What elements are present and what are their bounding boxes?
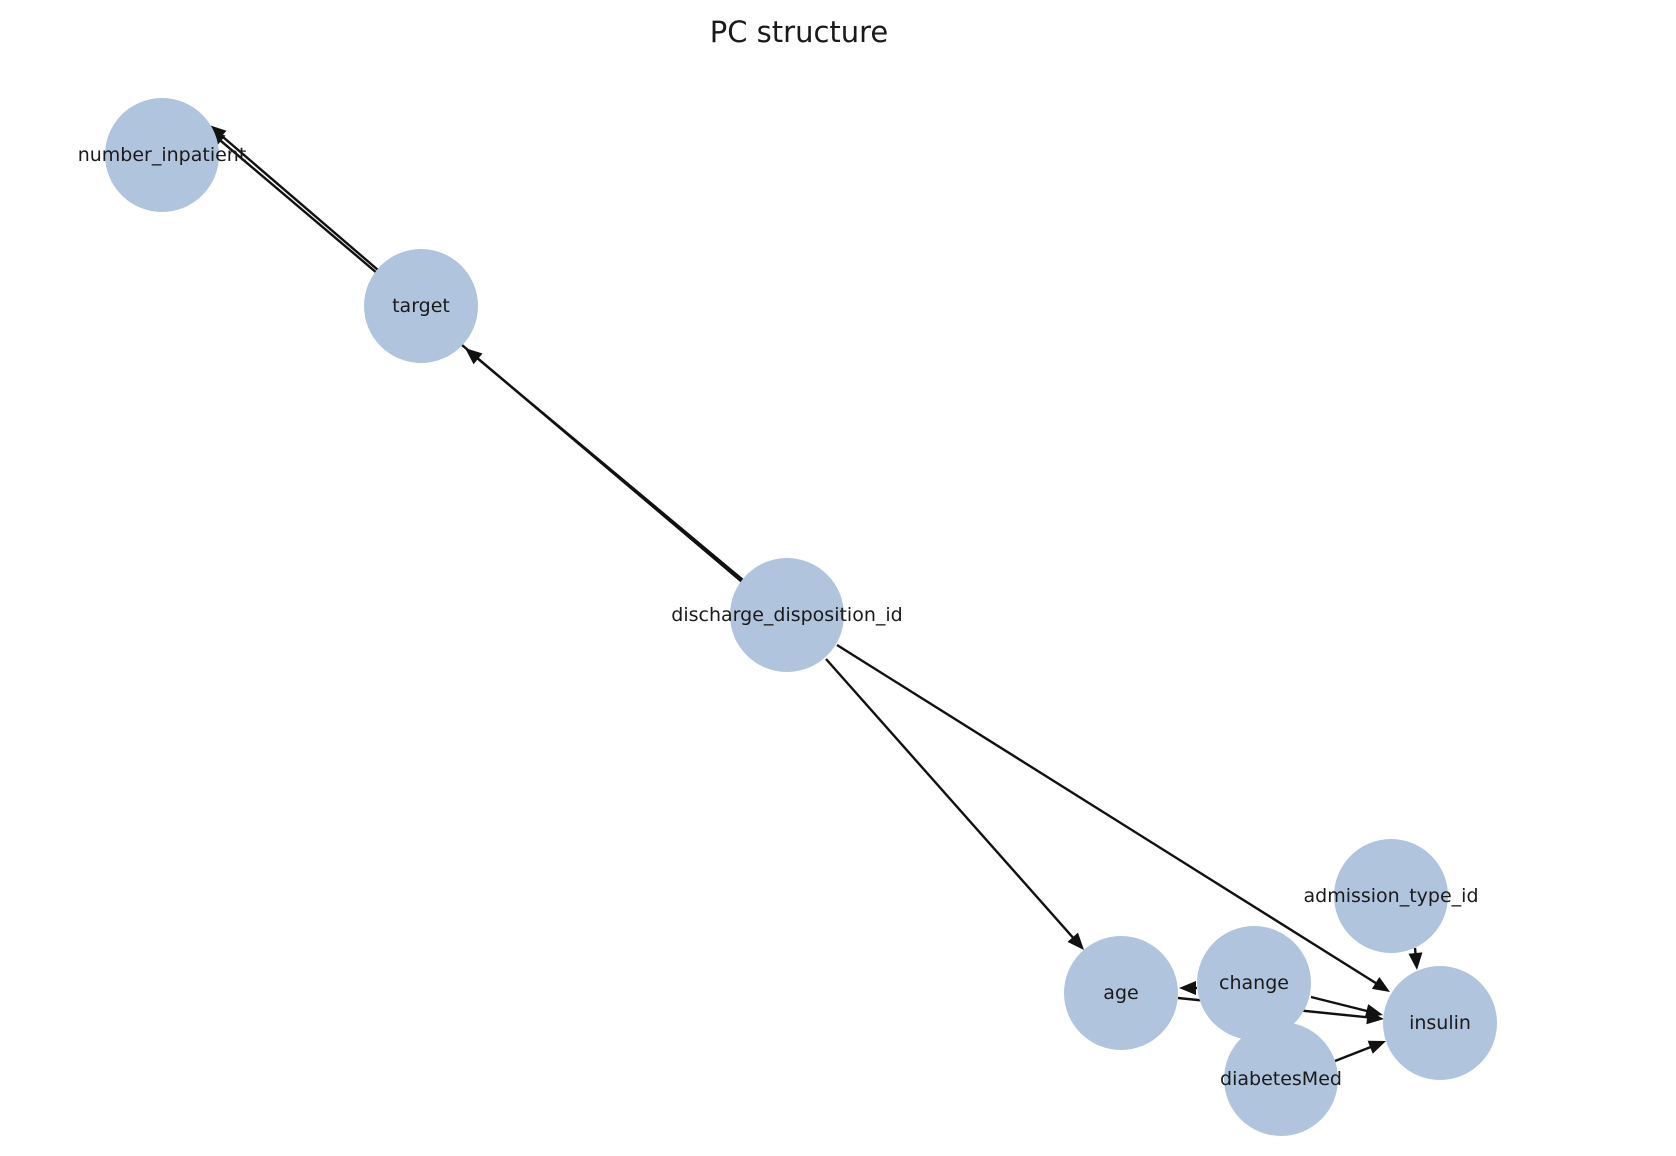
node-label: diabetesMed	[1220, 1068, 1342, 1090]
node-circle	[1224, 1022, 1338, 1136]
edge-discharge_disposition_id-to-target	[465, 348, 744, 581]
graph-title: PC structure	[710, 15, 889, 49]
edge-arrowhead	[1408, 952, 1423, 970]
node-label: number_inpatient	[78, 144, 247, 166]
edge-line	[836, 643, 1378, 986]
edge-line	[1334, 1045, 1373, 1063]
edge-line	[825, 658, 1075, 940]
node-label: admission_type_id	[1303, 885, 1478, 907]
node-circle	[1383, 966, 1497, 1080]
edge-arrowhead	[1067, 932, 1084, 950]
edge-line	[1310, 995, 1369, 1013]
node-label: target	[392, 295, 450, 317]
edge-line	[219, 133, 386, 277]
edge-diabetesMed-to-insulin	[1334, 1040, 1386, 1063]
node-circle	[1064, 936, 1178, 1050]
edge-discharge_disposition_id-to-age	[825, 658, 1084, 950]
node-label: change	[1219, 972, 1289, 994]
edge-arrowhead	[1371, 977, 1390, 992]
node-admission_type_id: admission_type_id	[1303, 839, 1479, 953]
edge-admission_type_id-to-insulin	[1408, 947, 1423, 970]
edge-arrowhead	[465, 348, 483, 365]
node-discharge_disposition_id: discharge_disposition_id	[671, 558, 903, 672]
node-target: target	[364, 249, 478, 363]
edge-discharge_disposition_id-to-insulin	[836, 643, 1390, 992]
node-label: discharge_disposition_id	[671, 604, 902, 626]
node-label: age	[1103, 982, 1138, 1004]
node-change: change	[1197, 926, 1311, 1040]
edge-arrowhead	[1179, 981, 1196, 995]
node-number_inpatient: number_inpatient	[78, 98, 247, 212]
node-circle	[1197, 926, 1311, 1040]
node-label: insulin	[1409, 1012, 1471, 1034]
node-circle	[1334, 839, 1448, 953]
node-circle	[364, 249, 478, 363]
edge-change-to-age	[1179, 981, 1197, 995]
edge-arrowhead	[1367, 1040, 1386, 1054]
node-age: age	[1064, 936, 1178, 1050]
node-circle	[730, 558, 844, 672]
node-circle	[105, 98, 219, 212]
node-insulin: insulin	[1383, 966, 1497, 1080]
edges-layer	[208, 125, 1423, 1063]
edge-line	[475, 356, 744, 581]
node-diabetesMed: diabetesMed	[1220, 1022, 1342, 1136]
edge-arrowhead	[1366, 1010, 1384, 1025]
